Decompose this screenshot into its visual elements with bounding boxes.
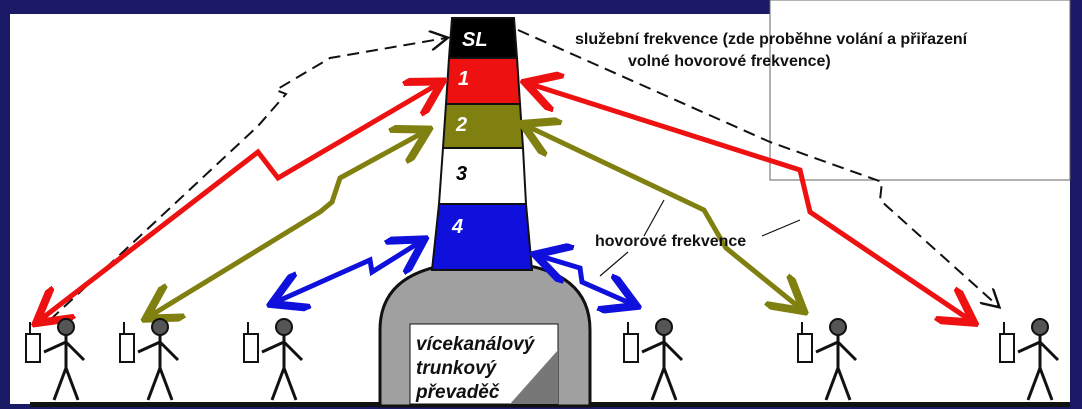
- blue-link-left: [276, 242, 420, 302]
- repeater-label-line1: vícekanálový: [416, 334, 536, 355]
- voice-frequency-label: hovorové frekvence: [595, 233, 746, 250]
- repeater-label-line3: převaděč: [415, 382, 500, 403]
- voice-leader-2: [761, 219, 801, 237]
- channel-1-label: 1: [458, 68, 469, 90]
- radio-icon: [119, 333, 135, 363]
- radio-icon: [25, 333, 41, 363]
- olive-link-left: [150, 132, 424, 316]
- voice-leader-3: [599, 251, 629, 277]
- person-1: [25, 318, 86, 401]
- service-frequency-label-2: volné hovorové frekvence): [628, 53, 831, 70]
- radio-icon: [797, 333, 813, 363]
- channel-4: [430, 203, 534, 271]
- channel-2-label: 2: [455, 114, 467, 136]
- channel-3-label: 3: [456, 163, 467, 185]
- person-6: [999, 318, 1060, 401]
- voice-leader-1: [643, 199, 665, 237]
- radio-icon: [999, 333, 1015, 363]
- radio-icon: [623, 333, 639, 363]
- person-5: [797, 318, 858, 401]
- channel-4-label: 4: [451, 216, 463, 238]
- channel-3: [437, 147, 528, 205]
- person-3: [243, 318, 304, 401]
- service-frequency-label-1: služební frekvence (zde proběhne volání …: [575, 31, 968, 48]
- person-4: [623, 318, 684, 401]
- repeater-label-line2: trunkový: [416, 358, 498, 379]
- repeater-label-shade: [510, 350, 558, 404]
- radio-icon: [243, 333, 259, 363]
- person-2: [119, 318, 180, 401]
- channel-2: [441, 103, 525, 149]
- olive-link-right: [527, 126, 800, 308]
- channel-sl-label: SL: [462, 29, 488, 51]
- blue-link-right: [540, 256, 632, 304]
